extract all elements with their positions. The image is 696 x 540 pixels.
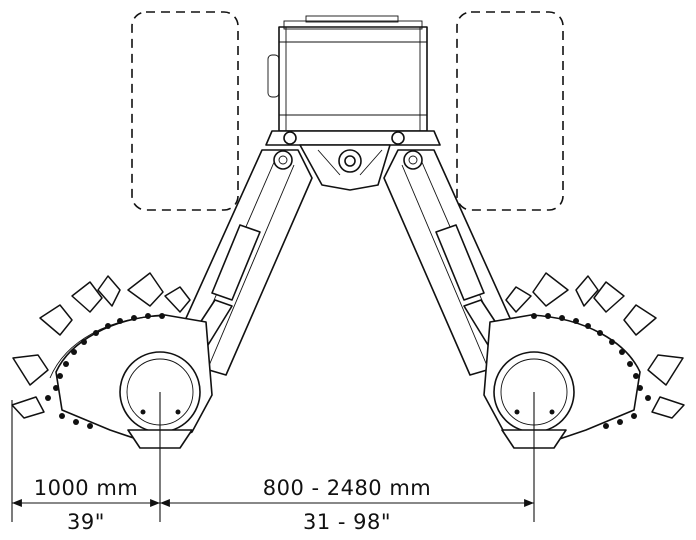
center-dimension-imperial: 31 - 98" <box>303 510 391 534</box>
left-dimension-imperial: 39" <box>67 510 105 534</box>
right-chain-links <box>531 313 651 429</box>
dimension-lines <box>11 392 535 522</box>
center-pivot <box>299 144 391 191</box>
right-cutter-wheel <box>483 272 685 449</box>
left-cutting-teeth <box>11 272 191 419</box>
center-dimension-metric: 800 - 2480 mm <box>263 476 432 500</box>
left-chain-links <box>45 313 165 429</box>
left-dimension-metric: 1000 mm <box>34 476 139 500</box>
right-wheel-outline <box>456 11 564 211</box>
left-cutter-wheel <box>11 272 213 449</box>
right-cutting-teeth <box>505 272 685 419</box>
gearbox-housing <box>265 15 441 146</box>
left-wheel-outline <box>131 11 239 211</box>
